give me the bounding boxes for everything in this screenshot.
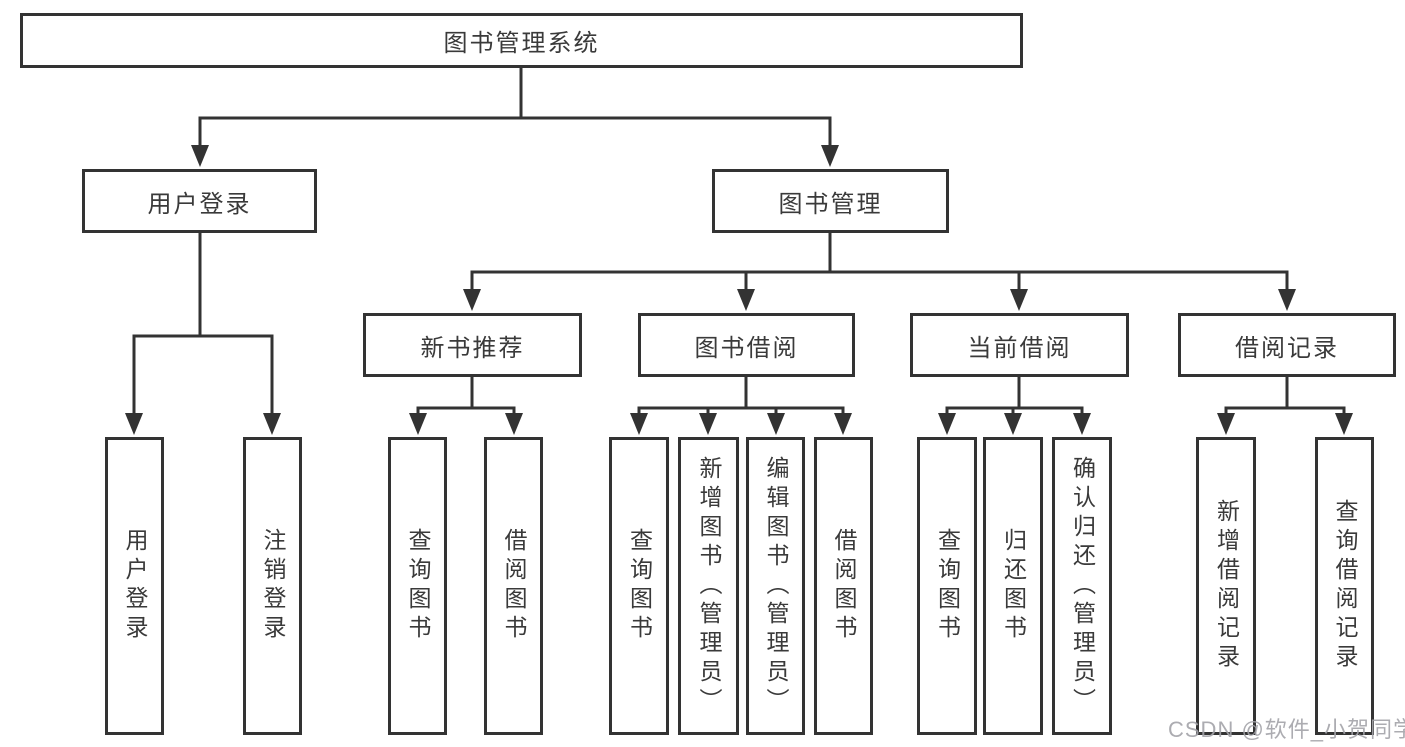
node-user-login: 用户登录 bbox=[82, 169, 317, 233]
node-book-management: 图书管理 bbox=[712, 169, 949, 233]
node-book-borrowing-label: 图书借阅 bbox=[694, 334, 799, 362]
leaf-logout: 注销登录 bbox=[243, 437, 302, 735]
leaf-query-books-borrowing: 查询图书 bbox=[609, 437, 669, 735]
leaf-query-books-recommend-label: 查询图书 bbox=[405, 528, 431, 644]
node-book-management-label: 图书管理 bbox=[778, 190, 883, 218]
connector-bookmgmt-to-level3 bbox=[463, 233, 1296, 311]
leaf-add-borrow-record: 新增借阅记录 bbox=[1196, 437, 1256, 735]
node-current-borrowing: 当前借阅 bbox=[910, 313, 1129, 377]
connector-newbooks-to-leaves bbox=[409, 377, 523, 435]
node-borrowing-records: 借阅记录 bbox=[1178, 313, 1396, 377]
leaf-borrow-books-recommend-label: 借阅图书 bbox=[501, 528, 527, 644]
connector-current-to-leaves bbox=[938, 377, 1091, 435]
leaf-user-login: 用户登录 bbox=[105, 437, 164, 735]
connector-root-to-level2 bbox=[191, 68, 839, 167]
leaf-logout-label: 注销登录 bbox=[260, 528, 286, 644]
leaf-return-books: 归还图书 bbox=[983, 437, 1043, 735]
leaf-query-books-borrowing-label: 查询图书 bbox=[626, 528, 653, 644]
leaf-edit-books-admin-label: 编辑图书（管理员） bbox=[763, 455, 789, 717]
connector-records-to-leaves bbox=[1217, 377, 1353, 435]
leaf-query-books-current: 查询图书 bbox=[917, 437, 977, 735]
node-user-login-label: 用户登录 bbox=[147, 190, 252, 218]
leaf-add-books-admin: 新增图书（管理员） bbox=[678, 437, 739, 735]
leaf-confirm-return-admin-label: 确认归还（管理员） bbox=[1069, 455, 1096, 717]
node-library-system: 图书管理系统 bbox=[20, 13, 1023, 68]
leaf-borrow-books-recommend: 借阅图书 bbox=[484, 437, 543, 735]
leaf-query-borrow-record: 查询借阅记录 bbox=[1315, 437, 1374, 735]
node-current-borrowing-label: 当前借阅 bbox=[967, 334, 1072, 362]
leaf-user-login-label: 用户登录 bbox=[122, 528, 148, 644]
leaf-confirm-return-admin: 确认归还（管理员） bbox=[1052, 437, 1112, 735]
node-borrowing-records-label: 借阅记录 bbox=[1235, 334, 1339, 362]
leaf-query-books-recommend: 查询图书 bbox=[388, 437, 447, 735]
leaf-query-books-current-label: 查询图书 bbox=[934, 528, 961, 644]
node-library-system-label: 图书管理系统 bbox=[443, 30, 600, 57]
leaf-add-books-admin-label: 新增图书（管理员） bbox=[696, 455, 722, 717]
leaf-edit-books-admin: 编辑图书（管理员） bbox=[746, 437, 805, 735]
connector-borrowing-to-leaves bbox=[630, 377, 852, 435]
node-new-book-recommend: 新书推荐 bbox=[363, 313, 582, 377]
leaf-query-borrow-record-label: 查询借阅记录 bbox=[1332, 499, 1358, 673]
leaf-add-borrow-record-label: 新增借阅记录 bbox=[1213, 499, 1240, 673]
node-book-borrowing: 图书借阅 bbox=[638, 313, 855, 377]
leaf-borrow-books-label: 借阅图书 bbox=[831, 528, 857, 644]
leaf-borrow-books: 借阅图书 bbox=[814, 437, 873, 735]
csdn-watermark: CSDN @软件_小贺同学 bbox=[1168, 717, 1405, 742]
connector-userlogin-to-leaves bbox=[125, 232, 281, 435]
node-new-book-recommend-label: 新书推荐 bbox=[420, 334, 525, 362]
leaf-return-books-label: 归还图书 bbox=[1000, 528, 1027, 644]
